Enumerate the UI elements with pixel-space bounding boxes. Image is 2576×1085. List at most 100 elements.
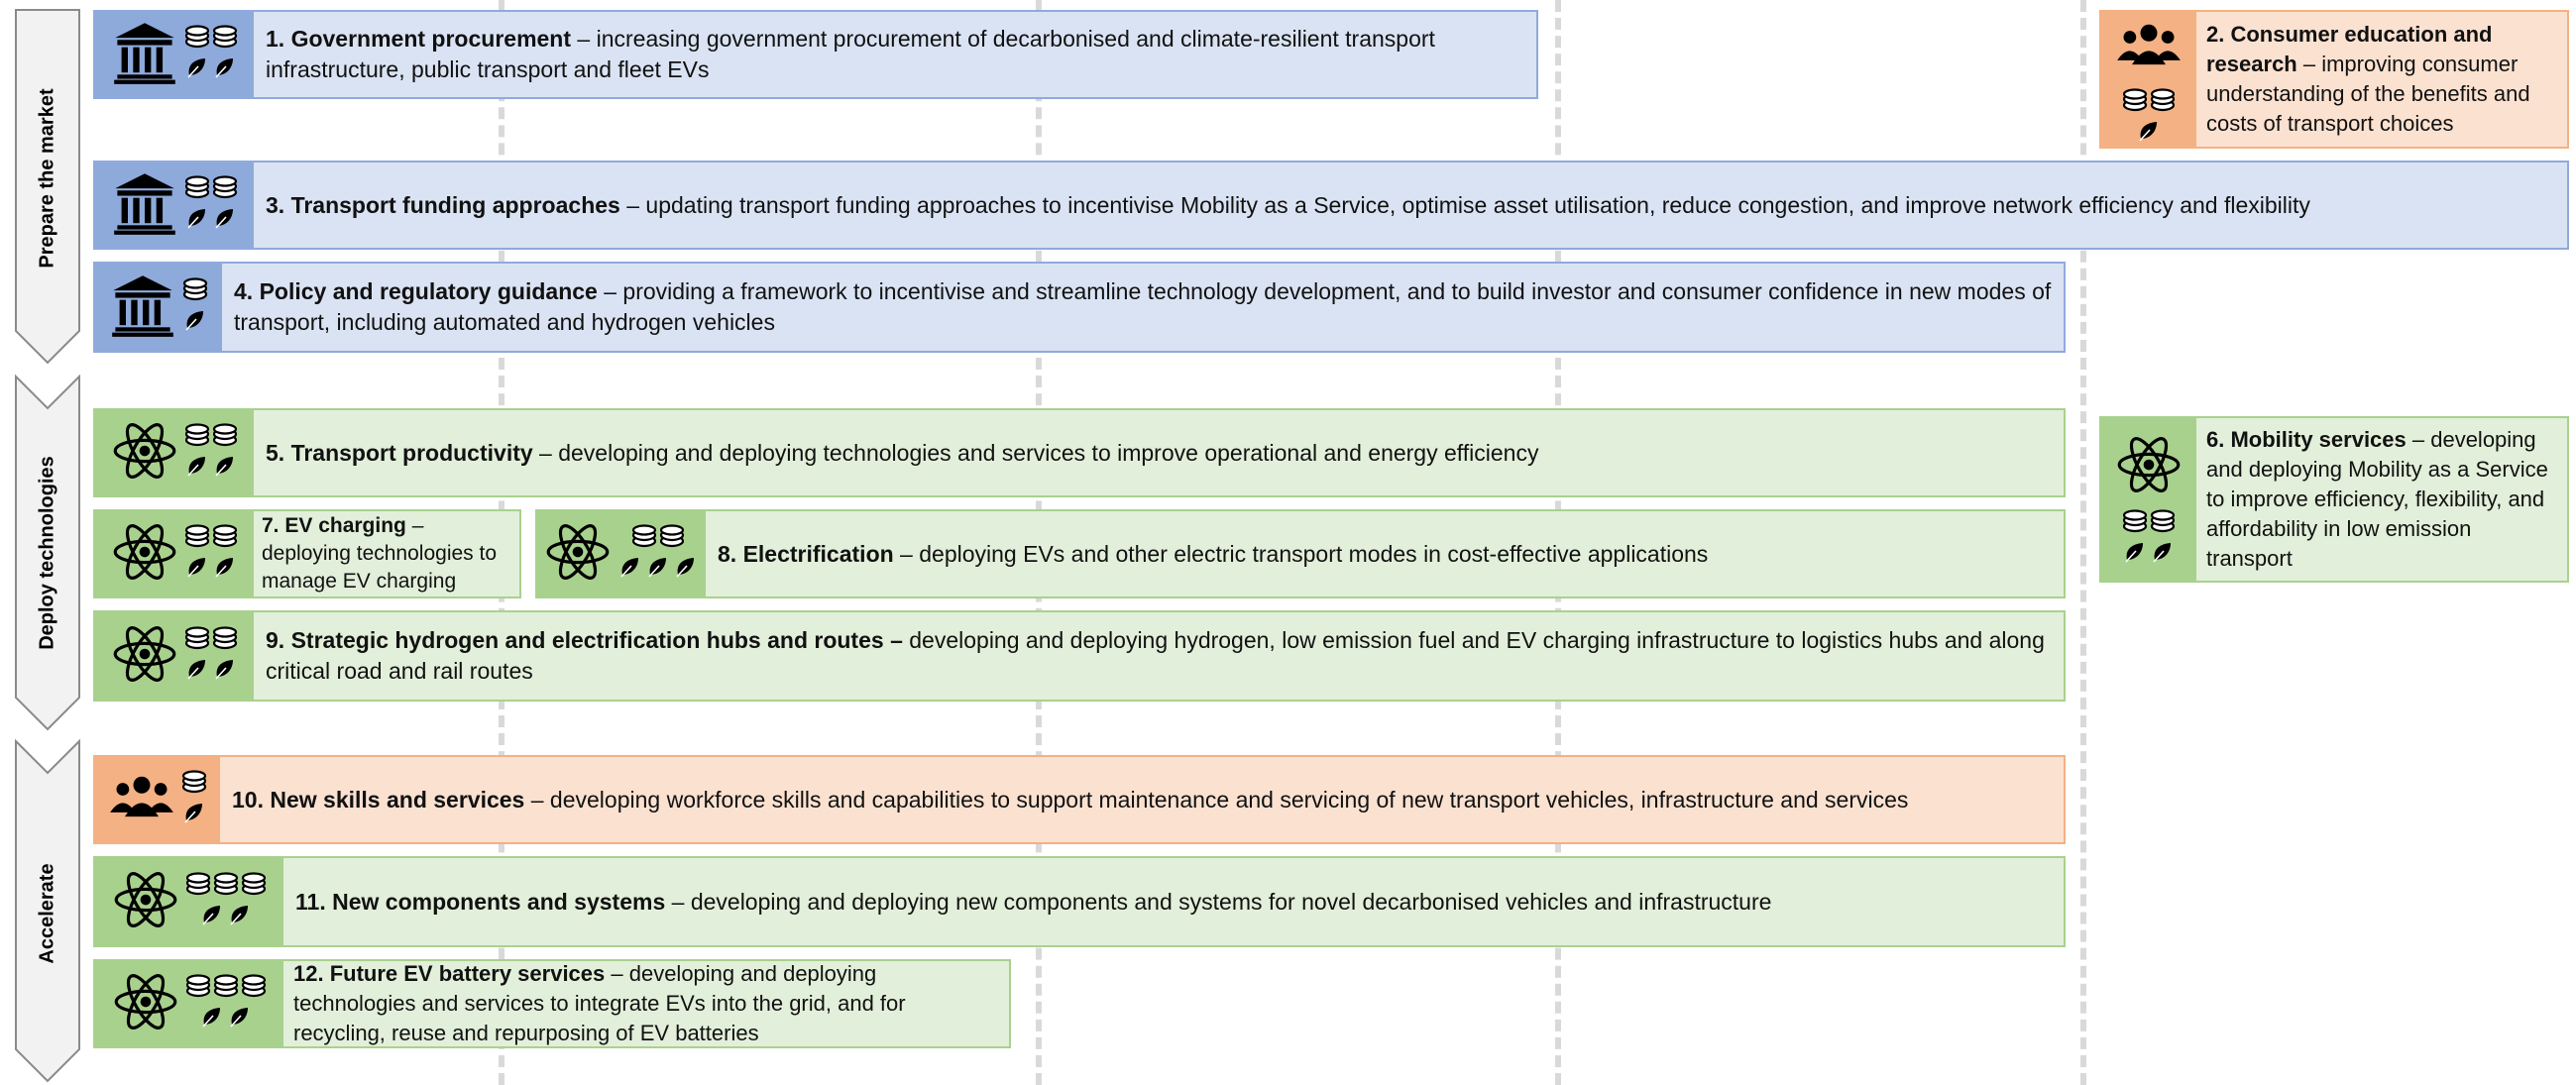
card-title: 5. Transport productivity — [266, 439, 533, 466]
card-description: – deploying technologies to manage EV ch… — [262, 514, 498, 593]
coin-stack-icon — [241, 872, 267, 901]
card-title: 7. EV charging — [262, 514, 406, 537]
coin-row — [184, 423, 238, 452]
card-title: 10. New skills and services — [232, 786, 525, 813]
card-text: 3. Transport funding approaches – updati… — [254, 163, 2567, 248]
leaf-icon — [184, 206, 210, 235]
leaf-row — [181, 801, 207, 829]
rating-icons — [182, 277, 208, 337]
rating-icons — [184, 175, 238, 235]
card-text: 10. New skills and services – developing… — [220, 757, 2064, 842]
coin-stack-icon — [2150, 508, 2176, 538]
leaf-row — [184, 657, 238, 686]
icon-group — [95, 612, 254, 700]
rating-icons — [2122, 508, 2176, 569]
atom-icon — [111, 518, 178, 591]
card-text: 2. Consumer education and research – imp… — [2196, 12, 2567, 147]
card-consumer-education: 2. Consumer education and research – imp… — [2099, 10, 2569, 149]
leaf-row — [184, 454, 238, 483]
card-title: 8. Electrification — [718, 540, 894, 567]
leaf-icon — [227, 1005, 253, 1033]
card-hydrogen-hubs: 9. Strategic hydrogen and electrificatio… — [93, 610, 2066, 702]
atom-icon — [2115, 431, 2183, 503]
leaf-icon — [184, 657, 210, 686]
coin-row — [2122, 87, 2176, 117]
leaf-icon — [212, 206, 238, 235]
coin-row — [184, 25, 238, 54]
coin-stack-icon — [184, 626, 210, 655]
card-description: developing and deploying hydrogen, low e… — [266, 627, 2045, 684]
coin-stack-icon — [631, 524, 657, 553]
people-group-icon — [108, 764, 175, 836]
coin-stack-icon — [212, 524, 238, 553]
leaf-icon — [184, 555, 210, 584]
leaf-icon — [184, 454, 210, 483]
coin-row — [184, 175, 238, 204]
atom-icon — [112, 866, 179, 938]
rating-icons — [617, 524, 699, 584]
icon-group — [537, 511, 706, 597]
card-electrification: 8. Electrification – deploying EVs and o… — [535, 509, 2066, 598]
icon-group — [2101, 418, 2196, 581]
atom-icon — [544, 518, 612, 591]
card-description: – improving consumer understanding of th… — [2206, 52, 2530, 136]
card-description: – developing workforce skills and capabi… — [524, 786, 1909, 813]
icon-group — [95, 264, 222, 351]
leaf-icon — [182, 308, 208, 337]
leaf-icon — [2122, 540, 2148, 569]
card-description: – increasing government procurement of d… — [266, 26, 1435, 82]
card-new-skills: 10. New skills and services – developing… — [93, 755, 2066, 844]
coin-row — [181, 770, 207, 799]
leaf-icon — [212, 555, 238, 584]
rating-icons — [184, 626, 238, 686]
government-building-icon — [111, 19, 178, 91]
card-text: 1. Government procurement – increasing g… — [254, 12, 1536, 97]
card-description: – developing and deploying technologies … — [532, 439, 1539, 466]
leaf-icon — [617, 555, 643, 584]
coin-stack-icon — [659, 524, 685, 553]
card-text: 6. Mobility services – developing and de… — [2196, 418, 2567, 581]
coin-stack-icon — [184, 175, 210, 204]
coin-stack-icon — [184, 524, 210, 553]
rating-icons — [185, 872, 267, 931]
card-description: – deploying EVs and other electric trans… — [893, 540, 1709, 567]
card-title: 6. Mobility services — [2206, 427, 2407, 452]
icon-group — [95, 858, 283, 945]
icon-group — [95, 757, 220, 842]
card-text: 7. EV charging – deploying technologies … — [254, 511, 519, 597]
phase-label: Deploy technologies — [36, 456, 58, 650]
icon-group — [95, 163, 254, 248]
card-new-components: 11. New components and systems – develop… — [93, 856, 2066, 947]
leaf-icon — [199, 1005, 225, 1033]
coin-row — [184, 524, 238, 553]
atom-icon — [112, 968, 179, 1040]
coin-stack-icon — [2122, 508, 2148, 538]
leaf-row — [199, 1005, 253, 1033]
card-text: 11. New components and systems – develop… — [283, 858, 2064, 945]
leaf-row — [199, 903, 253, 931]
card-mobility-services: 6. Mobility services – developing and de… — [2099, 416, 2569, 583]
government-building-icon — [111, 169, 178, 242]
coin-stack-icon — [182, 277, 208, 306]
coin-row — [184, 626, 238, 655]
coin-stack-icon — [213, 872, 239, 901]
coin-row — [182, 277, 208, 306]
coin-row — [2122, 508, 2176, 538]
rating-icons — [185, 974, 267, 1033]
coin-row — [631, 524, 685, 553]
card-title: 11. New components and systems — [295, 888, 666, 915]
icon-group — [2101, 12, 2196, 147]
coin-stack-icon — [213, 974, 239, 1003]
card-title: 4. Policy and regulatory guidance — [234, 278, 598, 304]
coin-stack-icon — [212, 25, 238, 54]
coin-row — [185, 974, 267, 1003]
coin-stack-icon — [2122, 87, 2148, 117]
card-title: 1. Government procurement — [266, 26, 572, 52]
card-text: 12. Future EV battery services – develop… — [283, 961, 1009, 1046]
card-text: 4. Policy and regulatory guidance – prov… — [222, 264, 2064, 351]
phase-deploy-technologies: Deploy technologies — [14, 375, 81, 731]
card-transport-productivity: 5. Transport productivity – developing a… — [93, 408, 2066, 497]
coin-stack-icon — [212, 175, 238, 204]
leaf-row — [182, 308, 208, 337]
leaf-icon — [227, 903, 253, 931]
